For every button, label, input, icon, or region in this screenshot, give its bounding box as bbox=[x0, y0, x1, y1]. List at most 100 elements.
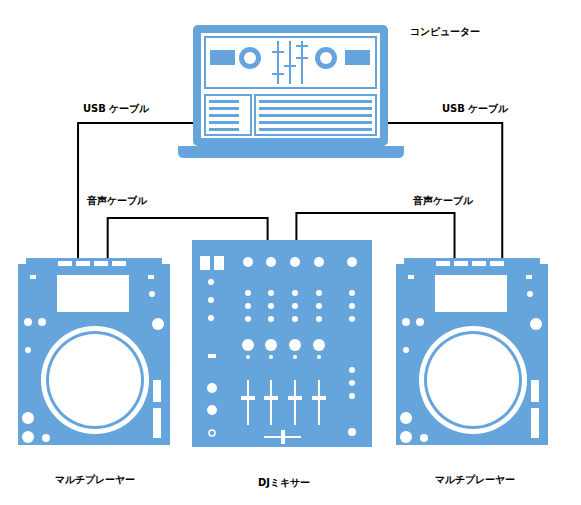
laptop-illustration bbox=[272, 41, 308, 84]
laptop-illustration bbox=[209, 128, 239, 131]
mixer-illustration bbox=[192, 240, 372, 447]
mixer-illustration bbox=[288, 396, 302, 400]
laptop-illustration bbox=[259, 121, 372, 124]
mixer-illustration bbox=[208, 354, 216, 358]
player-illustration bbox=[112, 261, 126, 266]
player-illustration bbox=[18, 258, 170, 445]
laptop-illustration bbox=[296, 57, 308, 59]
mixer-illustration bbox=[349, 380, 355, 386]
mixer-illustration bbox=[264, 396, 278, 400]
laptop-illustration bbox=[259, 114, 372, 117]
mixer-illustration bbox=[289, 339, 301, 351]
laptop-illustration bbox=[259, 100, 372, 103]
device-node: マルチプレーヤー bbox=[396, 258, 550, 445]
player-illustration bbox=[22, 431, 34, 443]
laptop-illustration bbox=[289, 41, 291, 84]
mixer-illustration bbox=[316, 290, 322, 296]
mixer-illustration bbox=[241, 396, 255, 400]
cable-label: USB ケーブル bbox=[83, 102, 213, 115]
mixer-illustration bbox=[242, 339, 254, 351]
player-illustration bbox=[58, 261, 72, 266]
laptop-illustration bbox=[193, 25, 388, 146]
player-illustration bbox=[153, 380, 161, 402]
player-illustration bbox=[25, 347, 31, 353]
mixer-illustration bbox=[200, 256, 357, 436]
mixer-illustration bbox=[292, 316, 298, 322]
mixer-illustration bbox=[293, 355, 297, 359]
laptop-illustration bbox=[178, 25, 404, 158]
cable-line bbox=[388, 123, 502, 258]
player-illustration bbox=[42, 434, 50, 442]
mixer-illustration bbox=[349, 393, 355, 399]
mixer-illustration bbox=[318, 380, 320, 425]
mixer-illustration bbox=[317, 355, 321, 359]
player-illustration bbox=[46, 331, 144, 429]
mixer-illustration bbox=[247, 380, 249, 425]
device-node: DJミキサー bbox=[192, 240, 372, 447]
laptop-illustration bbox=[210, 50, 235, 65]
laptop-illustration bbox=[205, 37, 376, 88]
mixer-illustration bbox=[268, 290, 274, 296]
mixer-illustration bbox=[316, 303, 322, 309]
player-illustration bbox=[24, 318, 32, 326]
player-illustration bbox=[153, 408, 161, 438]
mixer-illustration bbox=[269, 355, 273, 359]
device-label: コンピューター bbox=[410, 25, 540, 38]
player-illustration bbox=[22, 412, 34, 424]
laptop-illustration bbox=[277, 41, 279, 84]
mixer-illustration bbox=[208, 315, 214, 321]
player-illustration bbox=[18, 258, 170, 445]
mixer-illustration bbox=[316, 316, 322, 322]
laptop-illustration bbox=[209, 107, 239, 110]
cable-line bbox=[108, 218, 268, 258]
mixer-illustration bbox=[294, 380, 296, 425]
mixer-illustration bbox=[312, 396, 326, 400]
device-label: マルチプレーヤー bbox=[55, 473, 185, 486]
laptop-illustration bbox=[209, 114, 239, 117]
laptop-illustration bbox=[320, 52, 332, 64]
cable-label: USB ケーブル bbox=[442, 102, 572, 115]
laptop-illustration bbox=[259, 107, 372, 110]
mixer-illustration bbox=[246, 355, 250, 359]
laptop-illustration bbox=[284, 65, 296, 67]
laptop-illustration bbox=[239, 47, 261, 69]
player-illustration bbox=[57, 275, 129, 312]
cable-label: 音声ケーブル bbox=[87, 194, 217, 207]
mixer-illustration bbox=[245, 290, 251, 296]
mixer-illustration bbox=[207, 383, 217, 393]
player-illustration bbox=[396, 258, 548, 445]
player-illustration bbox=[152, 318, 164, 330]
mixer-illustration bbox=[268, 303, 274, 309]
mixer-illustration bbox=[348, 428, 356, 436]
mixer-illustration bbox=[349, 303, 355, 309]
laptop-illustration bbox=[296, 45, 308, 47]
laptop-illustration bbox=[301, 41, 303, 84]
laptop-illustration bbox=[209, 121, 239, 124]
mixer-illustration bbox=[313, 339, 325, 351]
cable-line bbox=[78, 123, 193, 258]
mixer-illustration bbox=[349, 290, 355, 296]
device-node: マルチプレーヤー bbox=[18, 258, 170, 445]
mixer-illustration bbox=[270, 380, 272, 425]
player-illustration bbox=[41, 326, 149, 434]
mixer-illustration bbox=[207, 405, 217, 415]
laptop-illustration bbox=[244, 52, 256, 64]
mixer-illustration bbox=[209, 430, 215, 436]
mixer-illustration bbox=[245, 303, 251, 309]
player-illustration bbox=[38, 318, 46, 326]
device-node: コンピューター bbox=[193, 25, 388, 146]
mixer-illustration bbox=[208, 279, 214, 285]
mixer-illustration bbox=[243, 257, 253, 267]
mixer-illustration bbox=[265, 339, 277, 351]
player-illustration bbox=[30, 275, 36, 279]
mixer-illustration bbox=[214, 256, 224, 270]
mixer-illustration bbox=[292, 290, 298, 296]
laptop-illustration bbox=[205, 95, 251, 135]
player-illustration bbox=[76, 261, 90, 266]
mixer-illustration bbox=[314, 257, 324, 267]
mixer-illustration bbox=[292, 303, 298, 309]
laptop-illustration bbox=[209, 100, 239, 103]
player-illustration bbox=[94, 261, 108, 266]
